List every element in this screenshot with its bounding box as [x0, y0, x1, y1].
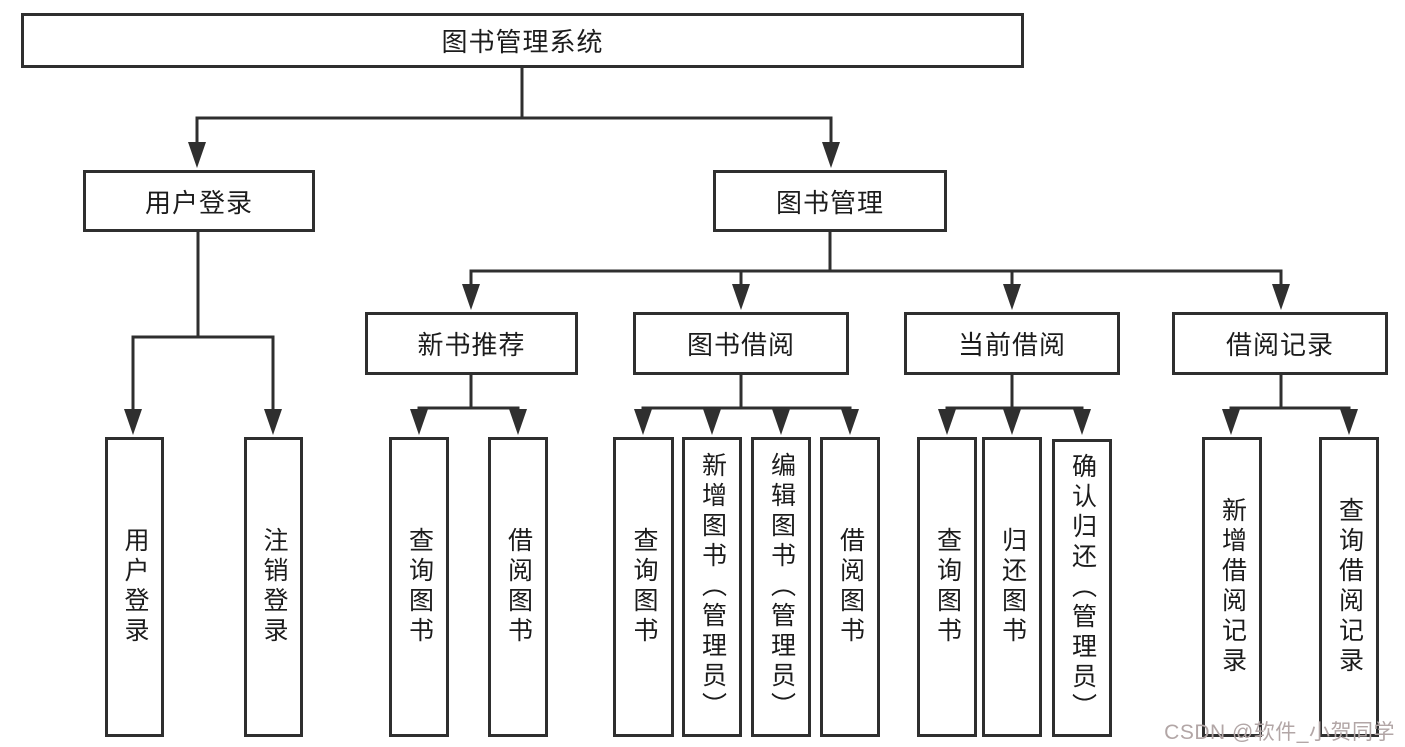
node-label: 用户登录 — [121, 527, 149, 647]
node-label: 当前借阅 — [957, 330, 1066, 360]
node-label: 查询图书 — [405, 527, 434, 647]
leaf-query-books-current: 查询图书 — [917, 437, 977, 737]
csdn-watermark: CSDN @软件_小贺同学 — [1164, 721, 1395, 744]
leaf-query-borrow-record: 查询借阅记录 — [1319, 437, 1379, 737]
node-label: 注销登录 — [260, 527, 288, 647]
node-label: 图书借阅 — [686, 330, 795, 360]
leaf-add-borrow-record: 新增借阅记录 — [1202, 437, 1262, 737]
node-current-borrow: 当前借阅 — [904, 312, 1120, 375]
node-library-management-system: 图书管理系统 — [21, 13, 1024, 68]
node-label: 查询图书 — [933, 527, 962, 647]
node-new-book-recommend: 新书推荐 — [365, 312, 578, 375]
node-book-borrow: 图书借阅 — [633, 312, 849, 375]
leaf-borrow-books-recommend: 借阅图书 — [488, 437, 548, 737]
leaf-borrow-books: 借阅图书 — [820, 437, 880, 737]
leaf-user-login: 用户登录 — [105, 437, 164, 737]
node-user-login: 用户登录 — [83, 170, 315, 232]
node-label: 新增图书（管理员） — [698, 452, 727, 722]
node-label: 查询借阅记录 — [1335, 497, 1364, 677]
node-label: 编辑图书（管理员） — [767, 452, 796, 722]
node-label: 用户登录 — [144, 187, 253, 218]
leaf-query-books-recommend: 查询图书 — [389, 437, 449, 737]
leaf-confirm-return-admin: 确认归还（管理员） — [1052, 439, 1112, 737]
node-label: 图书管理系统 — [441, 27, 604, 57]
node-label: 借阅图书 — [504, 527, 533, 647]
node-label: 借阅记录 — [1225, 330, 1334, 360]
node-label: 归还图书 — [998, 527, 1027, 647]
node-book-management: 图书管理 — [713, 170, 947, 232]
leaf-query-books-borrow: 查询图书 — [613, 437, 674, 737]
node-label: 新增借阅记录 — [1218, 497, 1247, 677]
node-label: 图书管理 — [775, 187, 884, 218]
leaf-logout: 注销登录 — [244, 437, 303, 737]
node-label: 确认归还（管理员） — [1068, 453, 1097, 723]
node-label: 借阅图书 — [836, 527, 865, 647]
node-label: 新书推荐 — [417, 330, 526, 360]
leaf-add-books-admin: 新增图书（管理员） — [682, 437, 742, 737]
node-borrow-records: 借阅记录 — [1172, 312, 1388, 375]
node-label: 查询图书 — [630, 527, 658, 647]
leaf-edit-books-admin: 编辑图书（管理员） — [751, 437, 811, 737]
leaf-return-books: 归还图书 — [982, 437, 1042, 737]
